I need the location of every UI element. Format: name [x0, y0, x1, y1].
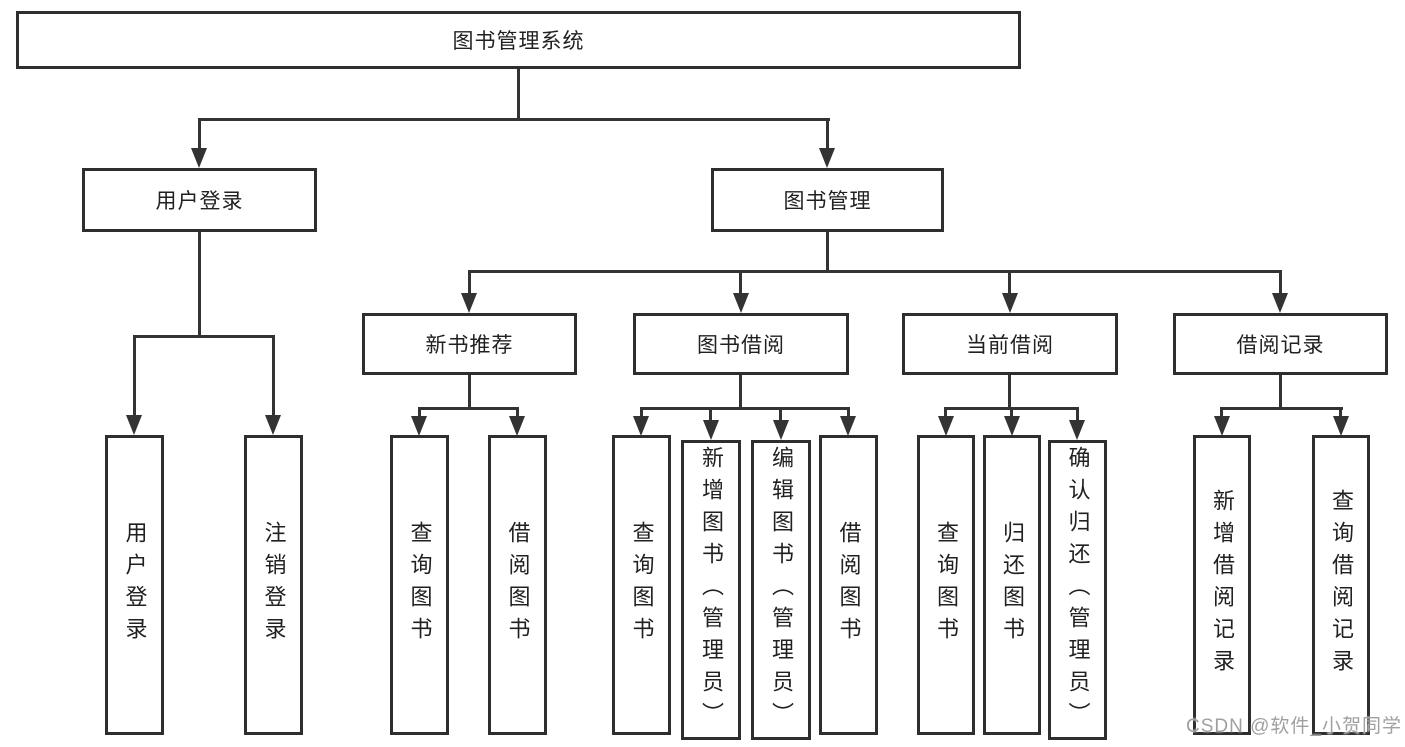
edge-current-borrow-trunk — [1008, 375, 1011, 410]
arrow-to-borrow-records-icon — [1272, 293, 1288, 313]
leaf-query-borrow-record-label: 查询借阅记录 — [1329, 489, 1354, 681]
edge-to-book-borrow-shaft — [739, 270, 742, 296]
edge-bb-leaf3-shaft — [779, 407, 782, 423]
node-borrow-records: 借阅记录 — [1173, 313, 1388, 375]
leaf-query-books-current: 查询图书 — [917, 435, 975, 735]
edge-root-trunk — [517, 69, 520, 121]
leaf-edit-book-admin: 编辑图书（管理员） — [751, 440, 811, 740]
leaf-borrow-books-borrow: 借阅图书 — [819, 435, 878, 735]
edge-cb-leaf1-shaft — [944, 407, 947, 419]
edge-to-new-book-shaft — [468, 270, 471, 296]
arrow-nb-leaf2-icon — [509, 416, 525, 436]
arrow-cb-leaf2-icon — [1004, 416, 1020, 436]
edge-user-login-trunk — [198, 232, 201, 338]
arrow-to-leaf-logout-icon — [265, 415, 281, 435]
leaf-add-book-admin: 新增图书（管理员） — [681, 440, 741, 740]
arrow-br-leaf1-icon — [1214, 416, 1230, 436]
arrow-nb-leaf1-icon — [411, 416, 427, 436]
leaf-user-login-label: 用户登录 — [122, 521, 148, 649]
leaf-confirm-return-admin-label: 确认归还（管理员） — [1065, 446, 1091, 734]
edge-book-borrow-hbar — [640, 407, 849, 410]
arrow-bb-leaf2-icon — [703, 420, 719, 440]
arrow-to-new-book-icon — [461, 293, 477, 313]
edge-to-leaf-logout-shaft — [272, 335, 275, 417]
arrow-to-current-borrow-icon — [1002, 293, 1018, 313]
arrow-br-leaf2-icon — [1333, 416, 1349, 436]
arrow-to-user-login-icon — [191, 148, 207, 168]
leaf-add-borrow-record: 新增借阅记录 — [1193, 435, 1251, 735]
edge-root-hbar — [198, 118, 830, 121]
leaf-edit-book-admin-label: 编辑图书（管理员） — [769, 446, 794, 734]
arrow-bb-leaf4-icon — [840, 416, 856, 436]
leaf-query-books-recommend-label: 查询图书 — [407, 521, 433, 649]
edge-root-to-user-login-shaft — [198, 118, 201, 152]
arrow-to-book-borrow-icon — [733, 293, 749, 313]
edge-borrow-records-hbar — [1220, 407, 1343, 410]
leaf-query-borrow-record: 查询借阅记录 — [1312, 435, 1370, 735]
node-new-book-recommend-label: 新书推荐 — [425, 334, 514, 357]
edge-new-book-trunk — [468, 375, 471, 410]
leaf-query-books-borrow: 查询图书 — [612, 435, 671, 735]
edge-to-current-borrow-shaft — [1008, 270, 1011, 296]
watermark-text: CSDN @软件_小贺同学 — [1186, 716, 1402, 737]
edge-nb-leaf2-shaft — [516, 407, 519, 419]
leaf-add-borrow-record-label: 新增借阅记录 — [1210, 489, 1235, 681]
arrow-cb-leaf3-icon — [1069, 420, 1085, 440]
node-borrow-records-label: 借阅记录 — [1236, 334, 1325, 357]
edge-book-mgmt-trunk — [826, 232, 829, 273]
edge-nb-leaf1-shaft — [418, 407, 421, 419]
arrow-bb-leaf1-icon — [633, 416, 649, 436]
arrow-bb-leaf3-icon — [773, 420, 789, 440]
edge-book-borrow-trunk — [739, 375, 742, 410]
edge-new-book-hbar — [418, 407, 518, 410]
edge-cb-leaf2-shaft — [1010, 407, 1013, 419]
node-book-management-label: 图书管理 — [783, 190, 872, 213]
edge-borrow-records-trunk — [1279, 375, 1282, 410]
edge-cb-leaf3-shaft — [1076, 407, 1079, 423]
node-root: 图书管理系统 — [16, 11, 1021, 69]
node-root-label: 图书管理系统 — [452, 30, 585, 53]
node-book-management: 图书管理 — [711, 168, 944, 232]
arrow-to-leaf-login-icon — [126, 415, 142, 435]
edge-br-leaf1-shaft — [1220, 407, 1223, 419]
leaf-query-books-recommend: 查询图书 — [390, 435, 449, 735]
leaf-user-login: 用户登录 — [105, 435, 164, 735]
edge-br-leaf2-shaft — [1339, 407, 1342, 419]
node-user-login-label: 用户登录 — [155, 190, 244, 213]
leaf-logout-label: 注销登录 — [261, 521, 287, 649]
node-book-borrow-label: 图书借阅 — [697, 334, 785, 357]
leaf-borrow-books-recommend: 借阅图书 — [488, 435, 547, 735]
node-current-borrow: 当前借阅 — [902, 313, 1118, 375]
leaf-borrow-books-borrow-label: 借阅图书 — [836, 521, 862, 649]
edge-user-login-hbar — [133, 335, 275, 338]
node-user-login: 用户登录 — [82, 168, 317, 232]
arrow-to-book-mgmt-icon — [819, 148, 835, 168]
node-current-borrow-label: 当前借阅 — [966, 334, 1054, 357]
node-new-book-recommend: 新书推荐 — [362, 313, 577, 375]
leaf-confirm-return-admin: 确认归还（管理员） — [1048, 440, 1107, 740]
edge-bb-leaf2-shaft — [709, 407, 712, 423]
leaf-return-books-label: 归还图书 — [1000, 521, 1025, 649]
leaf-query-books-borrow-label: 查询图书 — [629, 521, 655, 649]
edge-book-mgmt-hbar — [468, 270, 1281, 273]
node-book-borrow: 图书借阅 — [633, 313, 849, 375]
arrow-cb-leaf1-icon — [938, 416, 954, 436]
edge-to-borrow-records-shaft — [1279, 270, 1282, 296]
edge-root-to-book-mgmt-shaft — [826, 118, 829, 152]
leaf-add-book-admin-label: 新增图书（管理员） — [699, 446, 724, 734]
leaf-return-books: 归还图书 — [983, 435, 1041, 735]
leaf-borrow-books-recommend-label: 借阅图书 — [505, 521, 531, 649]
edge-bb-leaf1-shaft — [640, 407, 643, 419]
edge-bb-leaf4-shaft — [847, 407, 850, 419]
leaf-logout: 注销登录 — [244, 435, 303, 735]
edge-to-leaf-login-shaft — [133, 335, 136, 417]
leaf-query-books-current-label: 查询图书 — [934, 521, 959, 649]
